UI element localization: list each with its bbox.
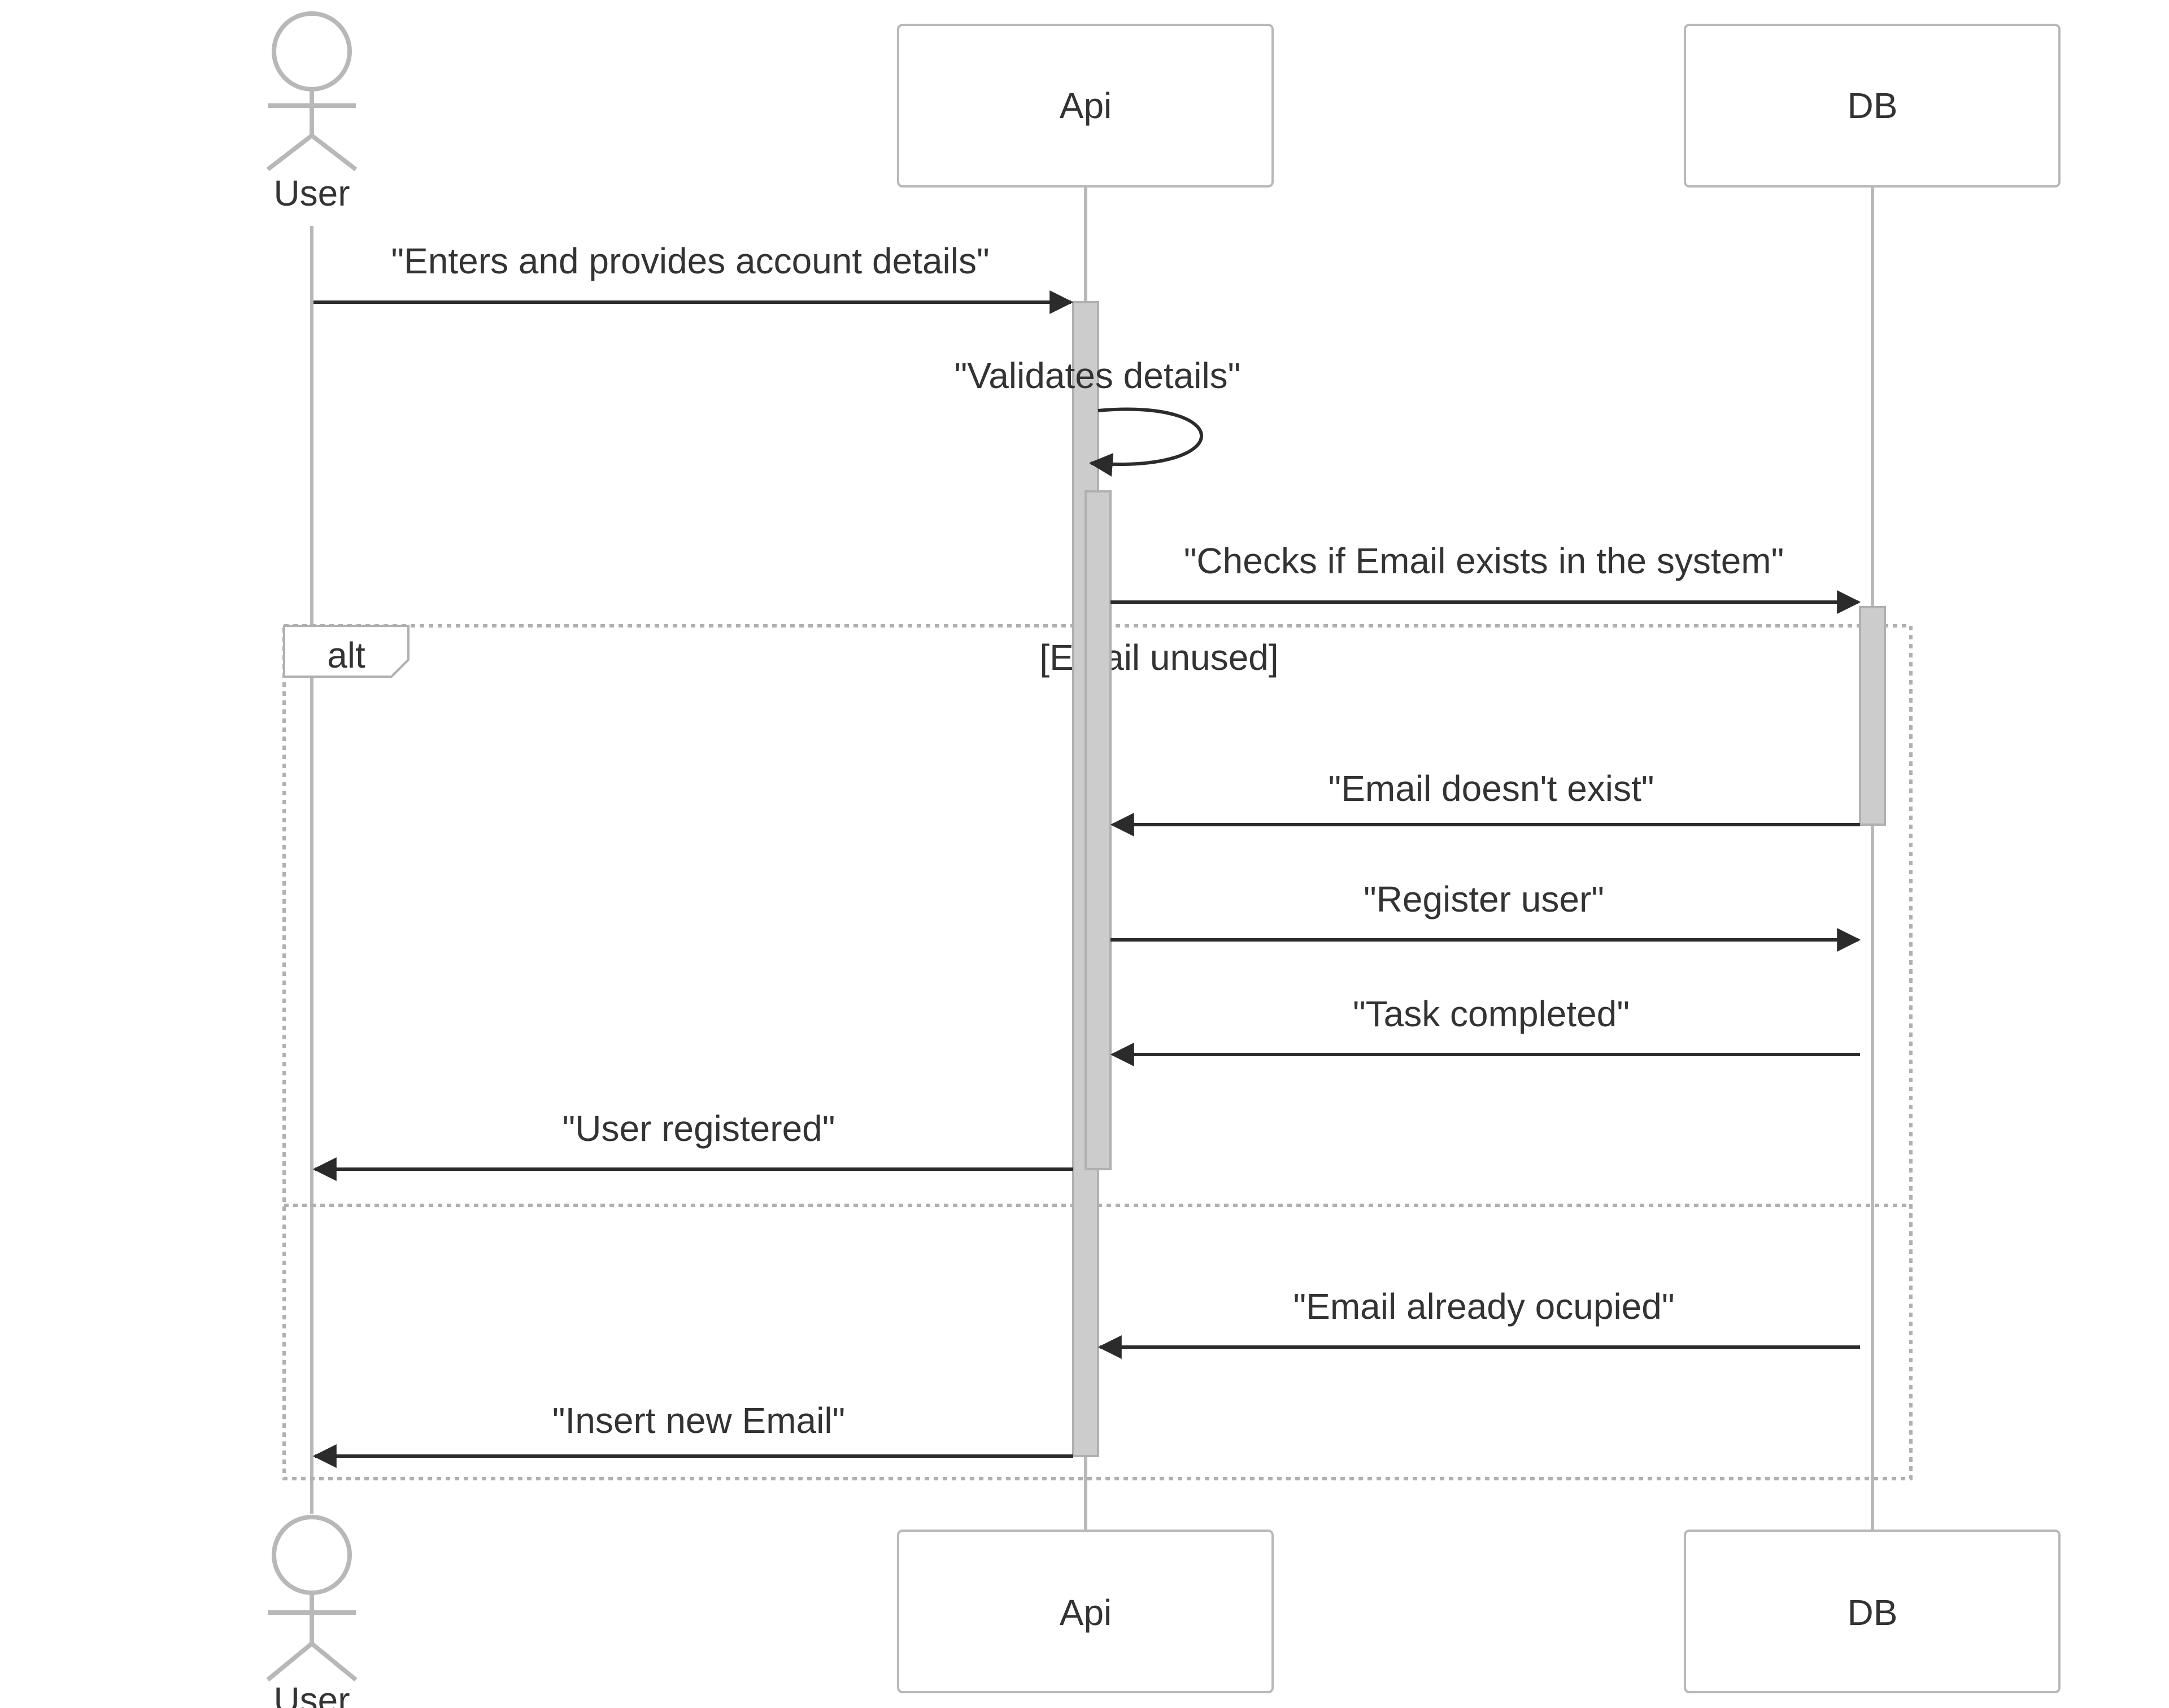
participant-api-bottom [897,1530,1274,1693]
actor-user-bottom [266,1515,358,1682]
participant-api-top [897,24,1274,188]
alt-fragment-tab [283,625,410,678]
actor-user-bottom-label: User [273,1680,350,1708]
activation-db [1859,606,1886,826]
message-label-9: "Insert new Email" [552,1400,846,1441]
participant-api-bottom-label: Api [1060,1592,1112,1633]
actor-user-top-label: User [273,173,350,213]
message-label-8: "Email already ocupied" [1293,1286,1674,1327]
alt-fragment-keyword: alt [327,635,365,676]
message-label-4: "Email doesn't exist" [1329,768,1654,809]
activation-api-inner [1084,490,1112,1170]
message-label-1: "Enters and provides account details" [391,241,989,281]
message-label-6: "Task completed" [1353,994,1630,1034]
message-label-5: "Register user" [1364,879,1604,920]
message-label-2: "Validates details" [955,355,1241,396]
participant-api-top-label: Api [1060,85,1112,126]
actor-head-icon [272,1515,352,1595]
participant-db-bottom-label: DB [1848,1592,1898,1633]
participant-db-bottom [1684,1530,2061,1693]
message-arrow-2-self [1088,407,1203,477]
message-label-7: "User registered" [563,1108,835,1149]
participant-db-top [1684,24,2061,188]
message-label-3: "Checks if Email exists in the system" [1184,541,1784,581]
actor-head-icon [272,11,352,91]
participant-db-top-label: DB [1848,85,1898,126]
actor-user-top [266,11,358,172]
